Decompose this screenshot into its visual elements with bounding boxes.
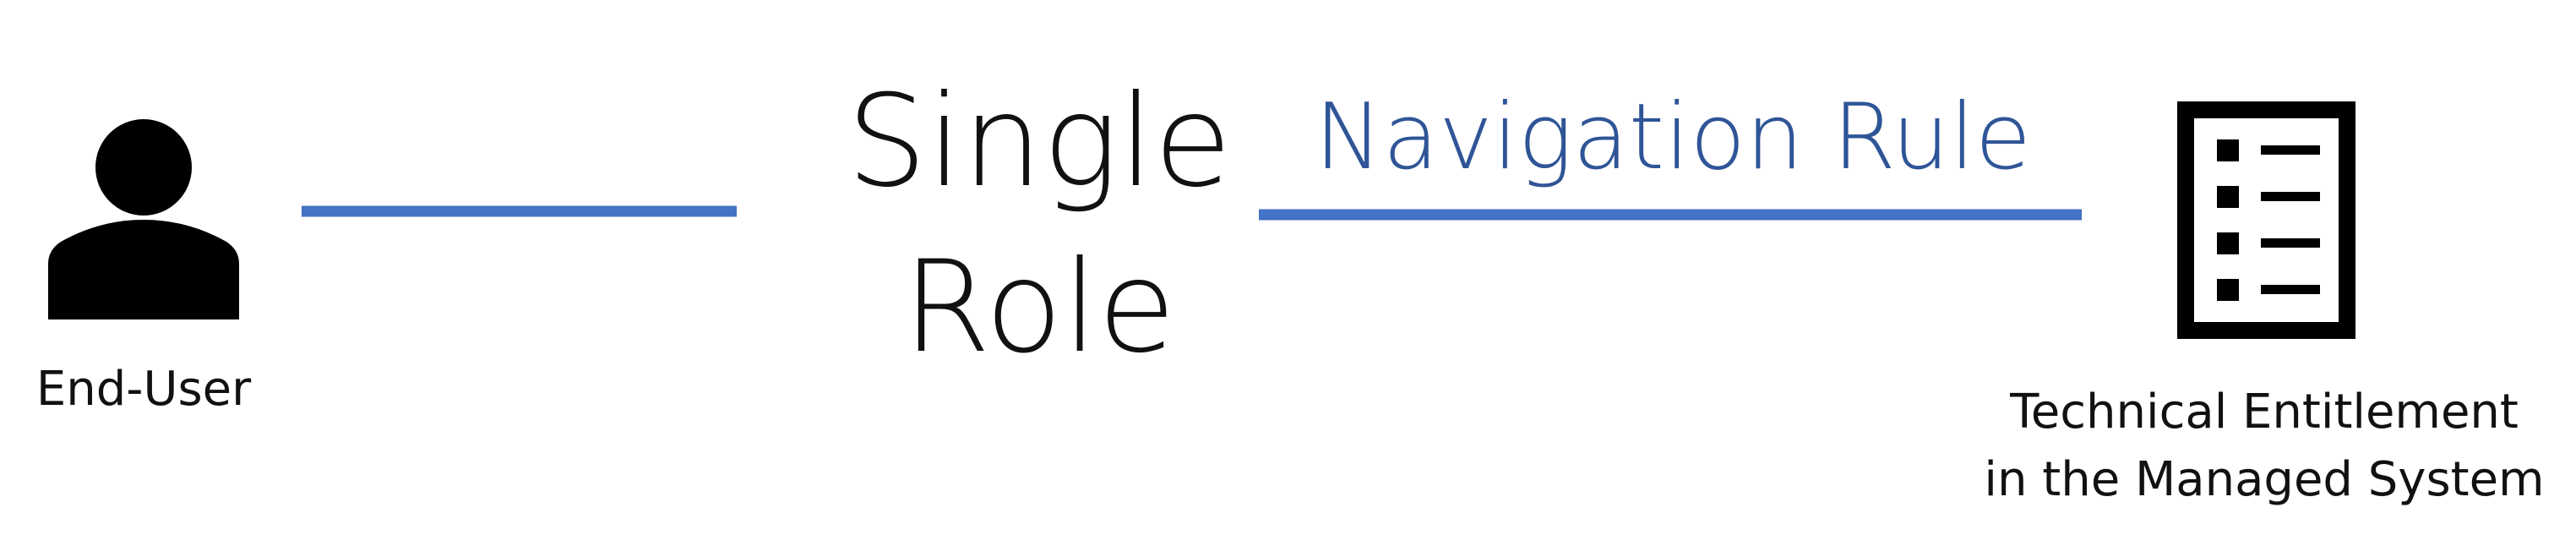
single-role-label-line-2: Role	[902, 234, 1176, 381]
navigation-rule-label: Navigation Rule	[1314, 85, 2032, 190]
person-head	[95, 119, 192, 216]
single-role-label: Single Role	[803, 59, 1276, 390]
technical-entitlement-label-line-2: in the Managed System	[1984, 452, 2545, 507]
checklist-line-1	[2261, 145, 2320, 155]
checklist-document-icon	[2177, 101, 2355, 339]
technical-entitlement-label-line-1: Technical Entitlement	[2010, 385, 2519, 439]
person-icon	[48, 119, 239, 319]
checklist-line-3	[2261, 238, 2320, 248]
checklist-bullet-1	[2217, 139, 2239, 161]
single-role-label-line-1: Single	[847, 68, 1232, 216]
end-user-label: End-User	[35, 362, 252, 417]
checklist-line-2	[2261, 192, 2320, 201]
checklist-bullet-3	[2217, 232, 2239, 254]
person-body	[48, 220, 239, 319]
checklist-bullet-4	[2217, 279, 2239, 301]
document-frame	[2177, 101, 2355, 339]
technical-entitlement-label: Technical Entitlement in the Managed Sys…	[1969, 379, 2560, 514]
checklist-line-4	[2261, 285, 2320, 294]
checklist-bullet-2	[2217, 186, 2239, 208]
